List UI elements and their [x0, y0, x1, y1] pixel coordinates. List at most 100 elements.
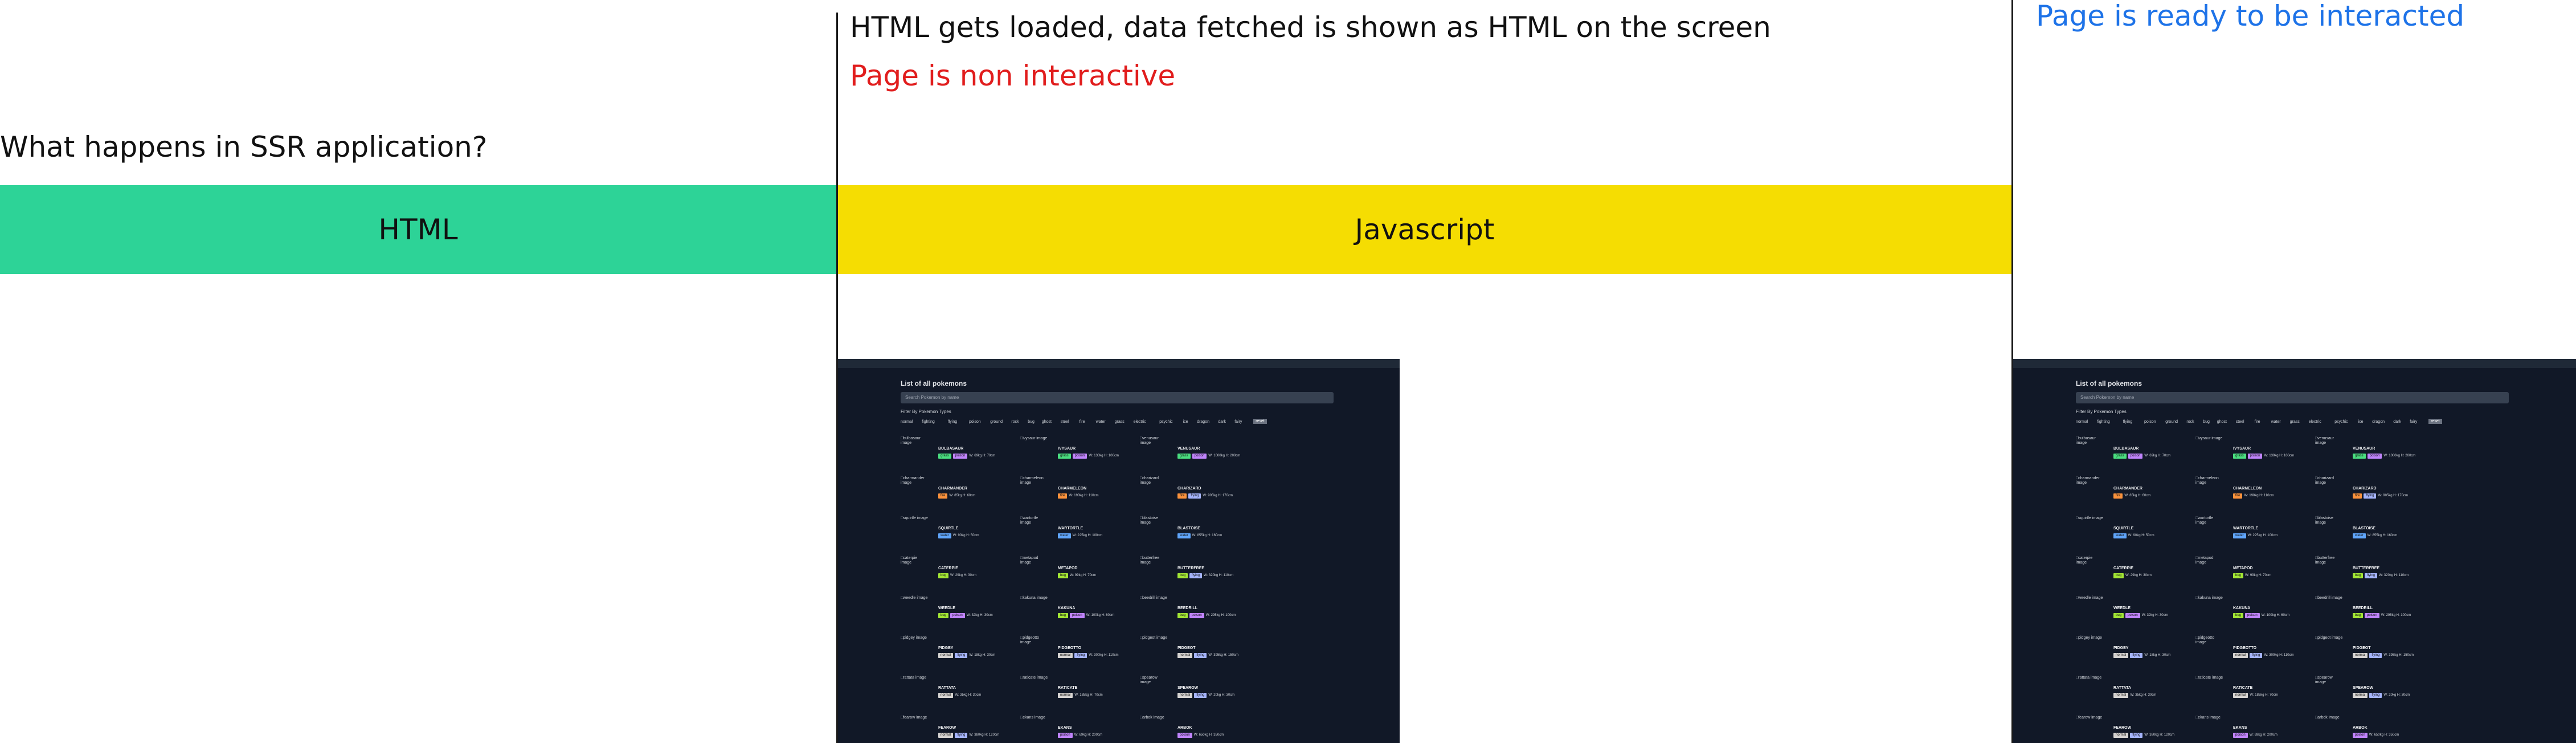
type-filter-reset[interactable]: reset — [2428, 419, 2442, 424]
type-filter-normal[interactable]: normal — [2076, 420, 2088, 424]
type-filter-dark[interactable]: dark — [1218, 420, 1226, 424]
type-filter-fire[interactable]: fire — [2254, 420, 2260, 424]
pokemon-image: squirtle image — [2076, 516, 2104, 521]
type-filter-rock[interactable]: rock — [2186, 420, 2194, 424]
type-filter-fighting[interactable]: fighting — [2097, 420, 2110, 424]
pokemon-name: PIDGEOT — [1177, 646, 1196, 650]
type-filter-fairy[interactable]: fairy — [2410, 420, 2418, 424]
type-filter-poison[interactable]: poison — [969, 420, 981, 424]
type-filter-fighting[interactable]: fighting — [922, 420, 935, 424]
type-filter-electric[interactable]: electric — [1133, 420, 1146, 424]
search-input[interactable]: Search Pokemon by name — [2076, 392, 2509, 403]
type-tag: poison — [2367, 454, 2382, 459]
type-filter-ground[interactable]: ground — [2165, 420, 2178, 424]
type-filter-bug[interactable]: bug — [1028, 420, 1035, 424]
type-tag: bug — [1177, 573, 1188, 578]
pokemon-name: BUTTERFREE — [2353, 566, 2380, 570]
type-filter-flying[interactable]: flying — [2123, 420, 2133, 424]
pokemon-name: BEEDRILL — [1177, 606, 1197, 610]
type-tag: flying — [2130, 653, 2143, 658]
pokemon-image: arbok image — [2315, 716, 2344, 720]
type-filter-dark[interactable]: dark — [2393, 420, 2402, 424]
type-filter-dragon[interactable]: dragon — [1197, 420, 1209, 424]
type-filter-ghost[interactable]: ghost — [2217, 420, 2227, 424]
type-filter-ghost[interactable]: ghost — [1041, 420, 1052, 424]
pokemon-image: butterfree image — [2315, 556, 2344, 566]
type-filter-water[interactable]: water — [2271, 420, 2281, 424]
type-filter-fairy[interactable]: fairy — [1234, 420, 1242, 424]
type-filter-steel[interactable]: steel — [2235, 420, 2244, 424]
type-filter-dragon[interactable]: dragon — [2372, 420, 2385, 424]
type-filter-rock[interactable]: rock — [1011, 420, 1019, 424]
type-filter-psychic[interactable]: psychic — [2334, 420, 2348, 424]
type-tag: bug — [938, 613, 949, 618]
type-filter-psychic[interactable]: psychic — [1159, 420, 1173, 424]
type-filter-water[interactable]: water — [1095, 420, 1106, 424]
type-tag: flying — [2364, 493, 2377, 499]
type-filter-flying[interactable]: flying — [947, 420, 958, 424]
search-input[interactable]: Search Pokemon by name — [901, 392, 1334, 403]
type-filter-bug[interactable]: bug — [2203, 420, 2210, 424]
type-filter-poison[interactable]: poison — [2144, 420, 2156, 424]
type-filter-ground[interactable]: ground — [990, 420, 1003, 424]
type-filter-steel[interactable]: steel — [1060, 420, 1069, 424]
type-filter-grass[interactable]: grass — [2289, 420, 2300, 424]
type-filter-reset[interactable]: reset — [1253, 419, 1267, 424]
type-filter-electric[interactable]: electric — [2308, 420, 2321, 424]
type-filter-ice[interactable]: ice — [2358, 420, 2364, 424]
type-filter-normal[interactable]: normal — [901, 420, 913, 424]
type-filter-ice[interactable]: ice — [1183, 420, 1188, 424]
type-filter-grass[interactable]: grass — [1114, 420, 1125, 424]
type-filter-fire[interactable]: fire — [1079, 420, 1085, 424]
html-phase-band: HTML — [0, 185, 836, 274]
